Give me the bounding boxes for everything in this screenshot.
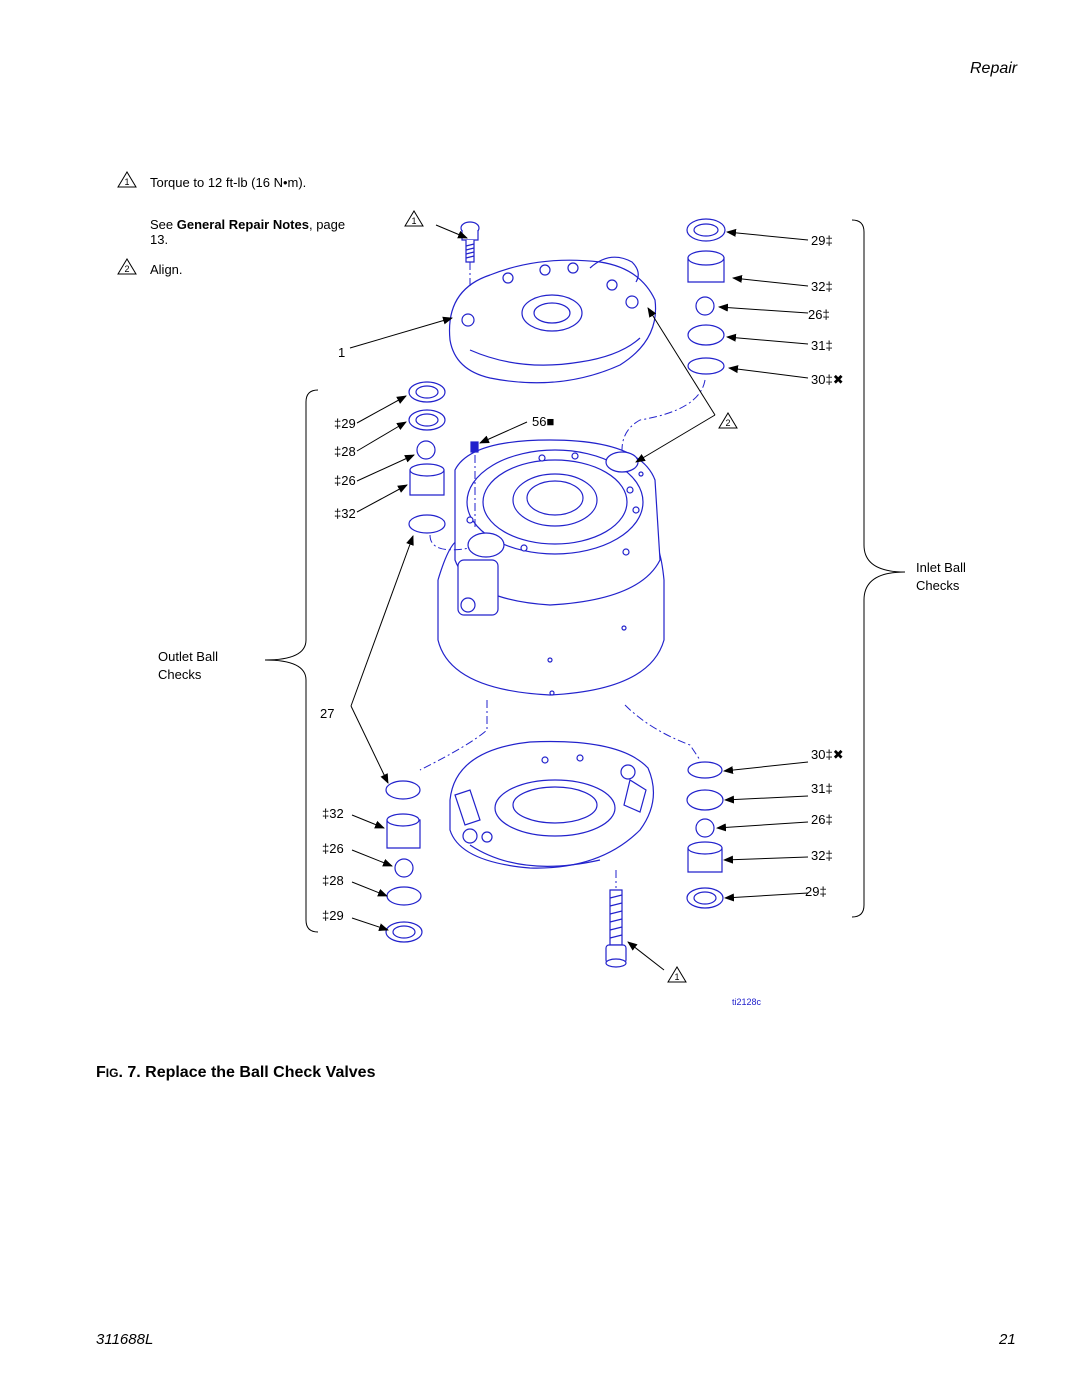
note-triangle-2-icon: 2 [117, 258, 137, 275]
pump-body-icon [437, 439, 665, 696]
outlet-group-label-1: Outlet Ball [158, 649, 218, 664]
caption-prefix: F [96, 1064, 106, 1081]
doc-number: 311688L [96, 1331, 154, 1348]
callout-right-upper-32: 32‡ [811, 279, 833, 294]
figure-caption: FIG. 7. Replace the Ball Check Valves [96, 1064, 375, 1082]
top-cover-icon [448, 256, 657, 384]
svg-text:1: 1 [124, 177, 129, 187]
note-triangle-1-icon: 1 [117, 171, 137, 188]
outlet-brace [264, 389, 319, 933]
align-triangle-icon: 2 [718, 412, 738, 429]
top-screw-icon [460, 221, 480, 263]
callout-right-upper-30: 30‡✖ [811, 372, 844, 387]
callout-left-lower-32: ‡32 [322, 806, 344, 821]
note-align: Align. [150, 262, 183, 277]
callout-left-upper-32: ‡32 [334, 506, 356, 521]
note-see-repair: See General Repair Notes, page [150, 217, 345, 232]
callout-left-lower-26: ‡26 [322, 841, 344, 856]
note-see-page: 13. [150, 232, 169, 247]
outlet-group-label-2: Checks [158, 667, 202, 682]
callout-item-56: 56■ [532, 414, 555, 429]
callout-right-lower-30: 30‡✖ [811, 747, 844, 762]
callout-left-lower-29: ‡29 [322, 908, 344, 923]
callout-left-upper-29: ‡29 [334, 416, 356, 431]
callout-item-27: 27 [320, 706, 335, 721]
callout-right-upper-31: 31‡ [811, 338, 833, 353]
inlet-group-label-2: Checks [916, 578, 960, 593]
page-number: 21 [999, 1331, 1016, 1348]
inlet-brace [851, 219, 906, 918]
callout-right-lower-31: 31‡ [811, 781, 833, 796]
torque-triangle-top-icon: 1 [404, 210, 424, 227]
caption-small-caps: IG [105, 1066, 119, 1080]
callout-left-lower-28: ‡28 [322, 873, 344, 888]
note-see-bold: General Repair Notes [176, 217, 309, 232]
torque-triangle-bottom-icon: 1 [667, 966, 687, 983]
parts-drawing [385, 218, 726, 968]
callout-right-lower-29: 29‡ [805, 884, 827, 899]
callout-right-upper-26: 26‡ [808, 307, 830, 322]
bottom-cover-icon [449, 740, 654, 869]
svg-text:1: 1 [674, 972, 679, 982]
alignment-lines [419, 262, 706, 888]
outlet-upper-parts-icon [408, 381, 446, 534]
caption-title: . 7. Replace the Ball Check Valves [118, 1064, 376, 1081]
inlet-upper-parts-icon [686, 218, 726, 375]
svg-text:2: 2 [124, 264, 129, 274]
callout-right-lower-26: 26‡ [811, 812, 833, 827]
callout-right-upper-29: 29‡ [811, 233, 833, 248]
note-torque: Torque to 12 ft-lb (16 N•m). [150, 175, 307, 190]
inlet-lower-parts-icon [686, 761, 724, 909]
svg-text:2: 2 [725, 418, 730, 428]
note-see-prefix: See [150, 217, 177, 232]
outlet-lower-parts-icon [385, 780, 423, 943]
dowel-pin-icon [470, 441, 479, 453]
leader-lines [349, 224, 809, 971]
note-see-suffix: , page [308, 217, 346, 232]
bottom-screw-icon [605, 889, 627, 968]
section-title: Repair [970, 60, 1018, 77]
svg-text:1: 1 [411, 216, 416, 226]
callout-item-1: 1 [338, 345, 346, 360]
callout-right-lower-32: 32‡ [811, 848, 833, 863]
figure-id: ti2128c [732, 997, 762, 1007]
inlet-group-label-1: Inlet Ball [916, 560, 966, 575]
callout-left-upper-26: ‡26 [334, 473, 356, 488]
callout-left-upper-28: ‡28 [334, 444, 356, 459]
